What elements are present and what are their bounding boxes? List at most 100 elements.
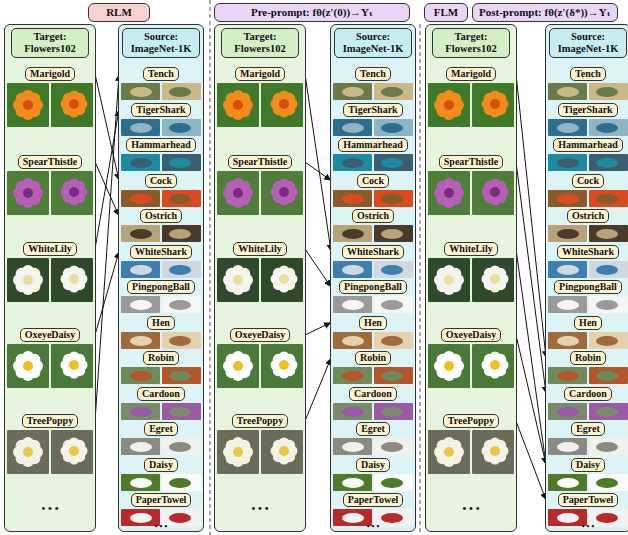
photo-ground <box>374 119 413 136</box>
flower-photo <box>51 258 93 302</box>
photo-subject <box>342 194 364 204</box>
class-thumbnails <box>333 190 413 207</box>
class-label: TigerShark <box>343 103 402 117</box>
class-label: PaperTowel <box>558 493 619 507</box>
photo-ground <box>472 258 514 302</box>
class-photo <box>333 119 372 136</box>
flower-thumbnails <box>217 171 303 215</box>
flower-photo <box>472 344 514 388</box>
class-photo <box>374 296 413 313</box>
photo-ground <box>162 83 201 100</box>
class-thumbnails <box>121 438 201 455</box>
flower-photo <box>217 258 259 302</box>
class-photo <box>162 119 201 136</box>
class-thumbnails <box>548 438 628 455</box>
photo-subject <box>596 300 618 310</box>
photo-ground <box>589 403 628 420</box>
class-thumbnails <box>548 225 628 242</box>
photo-ground <box>374 474 413 491</box>
flower-center <box>490 187 500 197</box>
photo-ground <box>589 225 628 242</box>
flower-center <box>69 446 79 456</box>
photo-ground <box>333 332 372 349</box>
photo-ground <box>121 509 160 526</box>
class-thumbnails <box>333 296 413 313</box>
source-class-box: Egret <box>331 418 415 455</box>
photo-ground <box>121 190 160 207</box>
flower-photo <box>51 171 93 215</box>
class-photo <box>589 83 628 100</box>
class-thumbnails <box>121 190 201 207</box>
photo-subject <box>381 371 403 381</box>
photo-ground <box>333 154 372 171</box>
photo-subject <box>596 87 618 97</box>
continuation-dots: • • • <box>119 522 203 532</box>
source-class-box: Cock <box>331 170 415 207</box>
class-photo <box>162 438 201 455</box>
flower-photo <box>7 344 49 388</box>
photo-ground <box>162 438 201 455</box>
photo-subject <box>596 194 618 204</box>
class-photo <box>589 367 628 384</box>
photo-subject <box>130 87 152 97</box>
photo-ground <box>428 258 470 302</box>
photo-ground <box>374 296 413 313</box>
source-class-box: Daisy <box>331 454 415 491</box>
mapping-arrow <box>95 162 119 216</box>
class-photo <box>374 119 413 136</box>
photo-subject <box>596 158 618 168</box>
photo-subject <box>342 371 364 381</box>
class-photo <box>333 509 372 526</box>
flower-center <box>279 99 289 109</box>
photo-ground <box>217 430 259 474</box>
photo-subject <box>557 194 579 204</box>
photo-ground <box>589 261 628 278</box>
tag-text: FLM <box>431 5 461 20</box>
source-class-box: PingpongBall <box>119 276 203 313</box>
class-photo <box>374 474 413 491</box>
photo-subject <box>557 407 579 417</box>
photo-subject <box>381 158 403 168</box>
photo-subject <box>381 265 403 275</box>
photo-subject <box>381 300 403 310</box>
flower-thumbnails <box>217 430 303 474</box>
flower-center <box>233 275 243 285</box>
photo-ground <box>548 296 587 313</box>
source-class-box: Ostrich <box>331 205 415 242</box>
photo-ground <box>162 119 201 136</box>
source-class-box: Hen <box>546 312 628 349</box>
mapping-arrow <box>95 74 119 421</box>
panel-heading: Target: Flowers102 <box>432 28 510 58</box>
source-class-box: Hammarhead <box>119 134 203 171</box>
photo-ground <box>121 119 160 136</box>
class-label: Cardoon <box>564 387 612 401</box>
target-class-box: TreePoppy <box>215 410 305 474</box>
class-photo <box>333 474 372 491</box>
photo-ground <box>589 296 628 313</box>
class-thumbnails <box>333 332 413 349</box>
class-photo <box>589 119 628 136</box>
photo-ground <box>121 225 160 242</box>
photo-subject <box>130 300 152 310</box>
class-photo <box>374 225 413 242</box>
target-class-box: WhiteLily <box>215 238 305 302</box>
photo-subject <box>130 478 152 488</box>
mapping-arrow <box>95 252 119 336</box>
target-class-box: TreePoppy <box>5 410 95 474</box>
panel-heading: Source: ImageNet-1K <box>122 28 200 58</box>
source-panel: Source: ImageNet-1KTenchTigerSharkHammar… <box>330 24 416 532</box>
photo-subject <box>342 407 364 417</box>
flower-center <box>444 100 454 110</box>
flower-photo <box>428 430 470 474</box>
flower-photo <box>428 83 470 127</box>
photo-ground <box>333 225 372 242</box>
class-photo <box>333 403 372 420</box>
source-class-box: PingpongBall <box>331 276 415 313</box>
photo-subject <box>169 194 191 204</box>
photo-subject <box>169 371 191 381</box>
source-class-box: Daisy <box>546 454 628 491</box>
flower-center <box>444 447 454 457</box>
method-tag: Post-prompt: fθ(z′(δ*))→Yₜ <box>472 3 618 22</box>
flower-center <box>490 360 500 370</box>
source-panel: Source: ImageNet-1KTenchTigerSharkHammar… <box>545 24 628 532</box>
